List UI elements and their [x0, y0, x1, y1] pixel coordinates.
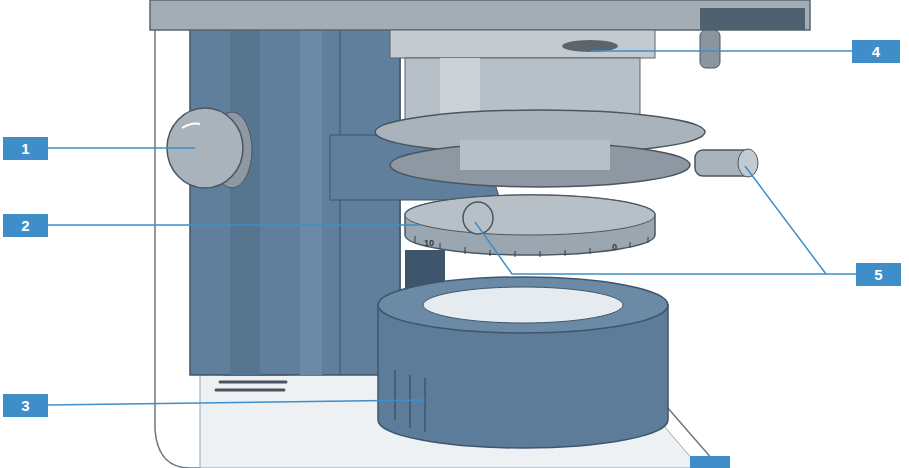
scale-number: 10: [424, 239, 434, 248]
callout-number: 3: [3, 394, 48, 417]
scale-number: 0: [612, 243, 617, 252]
callout-number: 4: [852, 40, 900, 63]
callout-number: 5: [856, 263, 901, 286]
callout-number: 2: [3, 214, 48, 237]
callout-number: 1: [3, 137, 48, 160]
